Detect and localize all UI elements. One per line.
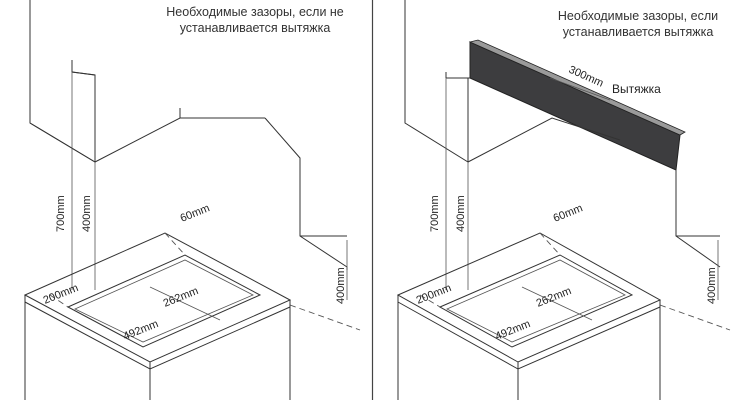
hood-top-edge (468, 39, 686, 136)
left-dim-262-label: 262mm (162, 285, 201, 310)
left-hob (49, 232, 262, 348)
left-wall (264, 117, 348, 270)
left-countertop (23, 232, 292, 400)
right-dim-700-label: 700mm (429, 195, 441, 232)
right-hood-label: Вытяжка (612, 82, 661, 96)
left-note-line2: устанавливается вытяжка (179, 21, 331, 35)
left-clearance-note: Необходимые зазоры, если не устанавливае… (150, 4, 360, 36)
right-counter-dash (659, 304, 731, 331)
right-panel: 300mm Вытяжка 700mm 400mm 60mm 200mm 262… (396, 0, 731, 400)
right-hood (468, 39, 686, 171)
left-dim-492-label: 492mm (122, 318, 161, 343)
right-dim-492-label: 492mm (494, 318, 533, 343)
left-dim-400-vertical-label: 400mm (81, 195, 93, 232)
left-dim-60-label: 60mm (179, 202, 212, 225)
left-upper-cabinet (29, 0, 265, 163)
left-panel: 700mm 400mm 60mm 200mm 262mm 492mm 400mm (23, 0, 361, 400)
left-counter-dash (289, 304, 361, 331)
right-clearance-note: Необходимые зазоры, если устанавливается… (528, 8, 748, 40)
right-hob (419, 232, 634, 348)
right-dim-60-label: 60mm (552, 202, 585, 225)
right-upper-cabinet (404, 0, 621, 163)
left-dim-200-label: 200mm (42, 282, 81, 307)
right-wall (675, 170, 721, 268)
right-dim-400-vertical-label: 400mm (455, 195, 467, 232)
hood-body (469, 41, 681, 171)
left-dim-700-label: 700mm (55, 195, 67, 232)
right-note-line2: устанавливается вытяжка (562, 25, 714, 39)
left-note-line1: Необходимые зазоры, если не (166, 5, 344, 19)
right-note-line1: Необходимые зазоры, если (557, 9, 719, 23)
right-countertop (396, 232, 662, 400)
right-dim-262-label: 262mm (535, 285, 574, 310)
left-dim-400-side-label: 400mm (335, 267, 347, 304)
right-dim-400-side-label: 400mm (706, 267, 718, 304)
